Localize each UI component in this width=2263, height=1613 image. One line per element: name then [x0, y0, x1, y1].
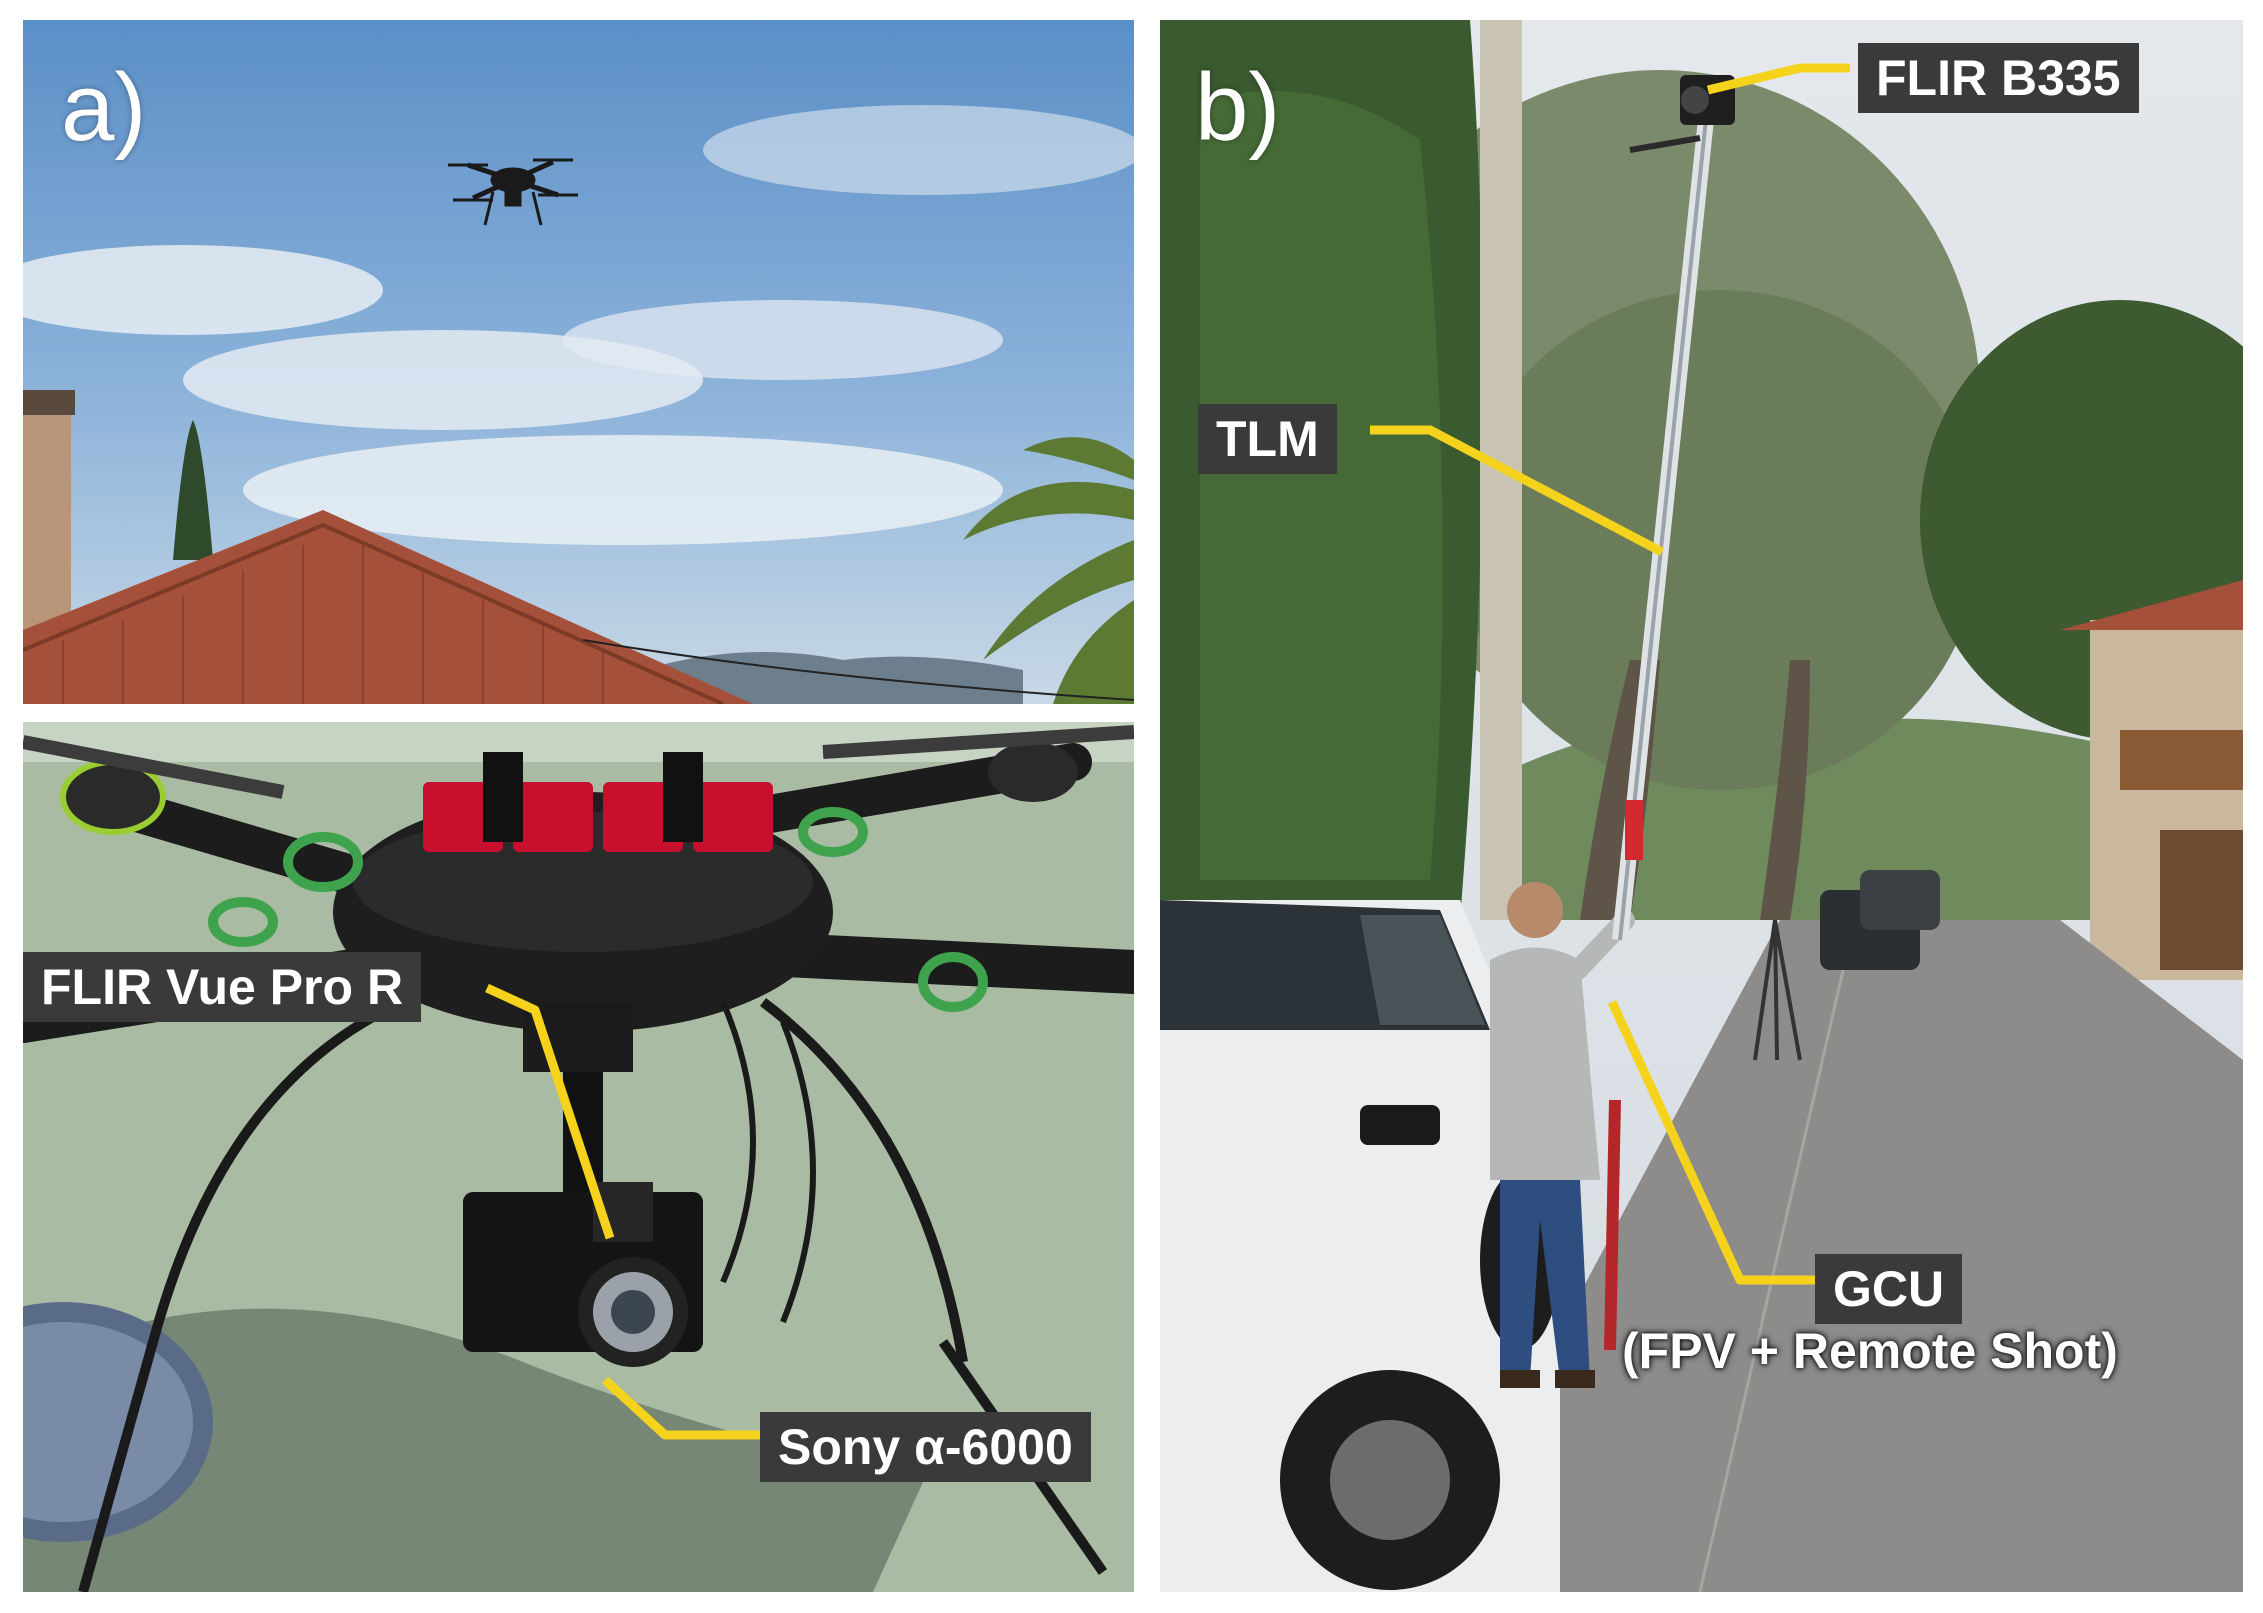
panel-b-label: b)	[1195, 54, 1281, 161]
photo-telescopic-mast: b)	[1160, 20, 2243, 1592]
label-gcu-subtitle: (FPV + Remote Shot)	[1622, 1323, 2118, 1379]
label-tlm: TLM	[1198, 404, 1337, 474]
telescopic-mast-scene	[1160, 20, 2243, 1592]
label-gcu: GCU	[1815, 1254, 1963, 1324]
label-sony-a6000: Sony α-6000	[760, 1412, 1091, 1482]
drone-silhouette	[448, 158, 578, 226]
label-flir-b335: FLIR B335	[1858, 43, 2139, 113]
drone-flight-scene	[23, 20, 1134, 704]
photo-drone-in-flight: a)	[23, 20, 1134, 704]
label-flir-vue-pro-r: FLIR Vue Pro R	[23, 952, 422, 1022]
panel-a-label: a)	[61, 54, 147, 161]
